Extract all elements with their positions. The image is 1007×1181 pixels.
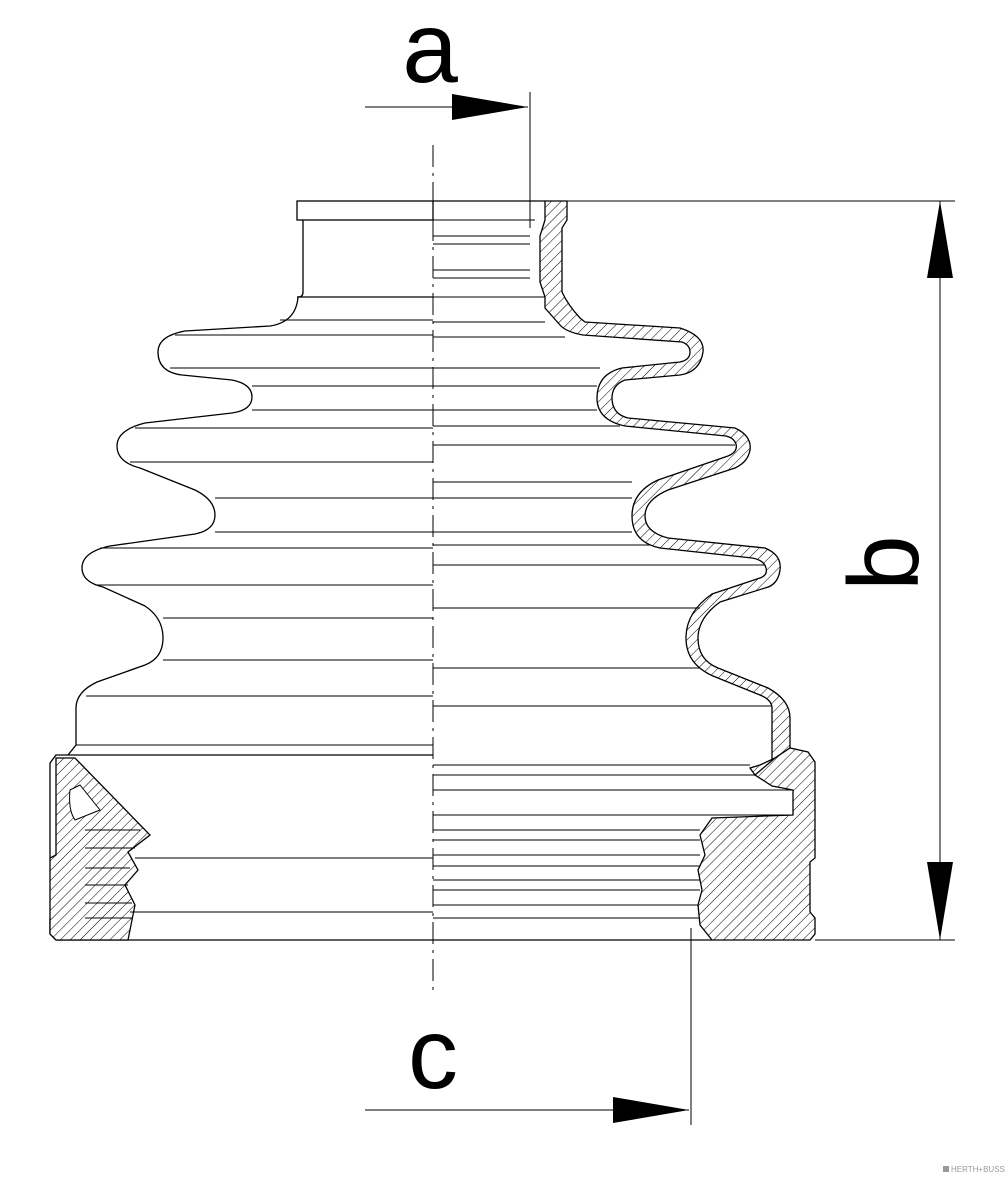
brand-watermark: HERTH+BUSS	[951, 1165, 1005, 1174]
boot-section-view	[433, 200, 816, 941]
dimension-c-label: c	[408, 998, 458, 1110]
dimension-b: b	[567, 200, 955, 941]
dimension-a-label: a	[402, 0, 458, 104]
left-collar-section	[49, 757, 433, 941]
dimension-c: c	[365, 928, 692, 1125]
dimension-b-label: b	[828, 535, 940, 591]
brand-logo: HERTH+BUSS	[943, 1165, 1005, 1174]
dimension-a: a	[365, 0, 531, 228]
